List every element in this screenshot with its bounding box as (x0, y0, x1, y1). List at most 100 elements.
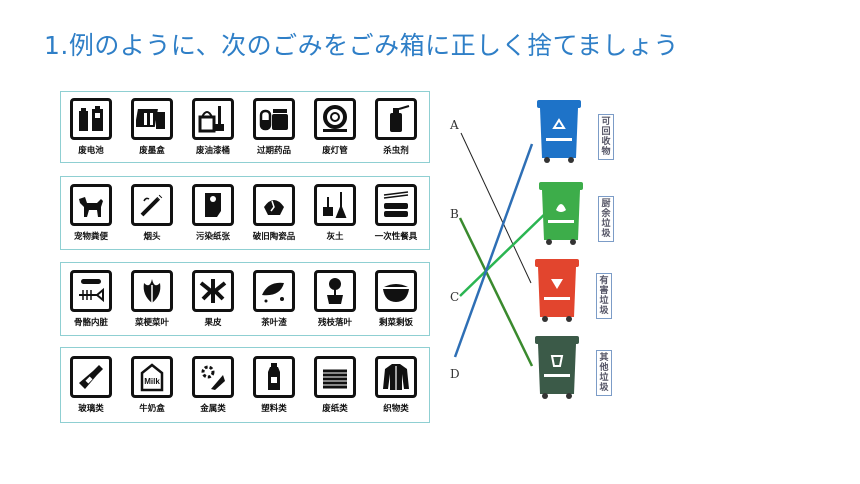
list-item[interactable]: 灰土 (308, 184, 362, 242)
tea-leaves-icon (253, 270, 295, 312)
lamp-tube-icon (314, 98, 356, 140)
fish-bone-icon (70, 270, 112, 312)
metal-icon (192, 356, 234, 398)
tissue-roll-icon (192, 184, 234, 226)
letter-b: B (450, 207, 459, 221)
item-label: 废油漆桶 (195, 146, 230, 156)
medicine-icon (253, 98, 295, 140)
kitchen-bin[interactable] (538, 180, 584, 250)
tag-label: 其他垃圾 (599, 353, 609, 393)
list-item[interactable]: 废灯管 (308, 98, 362, 156)
paint-bucket-icon (192, 98, 234, 140)
item-label: 金属类 (200, 404, 226, 414)
plastic-bottle-icon (253, 356, 295, 398)
letter-d: D (450, 367, 460, 381)
milk-carton-icon: Milk (131, 356, 173, 398)
list-item[interactable]: 废纸类 (308, 356, 362, 414)
item-label: 织物类 (383, 404, 409, 414)
list-item[interactable]: 过期药品 (247, 98, 301, 156)
list-item[interactable]: 污染纸张 (186, 184, 240, 242)
list-item[interactable]: 宠物粪便 (64, 184, 118, 242)
item-label: 废纸类 (322, 404, 348, 414)
list-item[interactable]: Milk 牛奶盒 (125, 356, 179, 414)
ink-cartridge-icon (131, 98, 173, 140)
item-label: 破旧陶瓷品 (252, 232, 296, 242)
list-item[interactable]: 破旧陶瓷品 (247, 184, 301, 242)
recyclable-items-group: 玻璃类 Milk 牛奶盒 金属类 塑料类 废纸类 织物类 (60, 347, 430, 423)
item-label: 废墨盒 (139, 146, 165, 156)
kitchen-bin-icon (539, 182, 583, 245)
connection-d (453, 143, 534, 358)
list-item[interactable]: 织物类 (369, 356, 423, 414)
list-item[interactable]: 残枝落叶 (308, 270, 362, 328)
other-bin-icon (535, 336, 579, 399)
list-item[interactable]: 烟头 (125, 184, 179, 242)
hazardous-items-group: 废电池 废墨盒 废油漆桶 过期药品 废灯管 杀虫剂 (60, 91, 430, 163)
recyclable-bin[interactable] (536, 98, 582, 168)
item-label: 残枝落叶 (317, 318, 352, 328)
clothing-icon (375, 356, 417, 398)
list-item[interactable]: 茶叶渣 (247, 270, 301, 328)
broken-ceramic-icon (253, 184, 295, 226)
list-item[interactable]: 菜梗菜叶 (125, 270, 179, 328)
item-label: 牛奶盒 (139, 404, 165, 414)
list-item[interactable]: 果皮 (186, 270, 240, 328)
letter-c: C (450, 290, 460, 304)
cigarette-icon (131, 184, 173, 226)
item-label: 玻璃类 (78, 404, 104, 414)
hazardous-tag: 有害垃圾 (596, 273, 612, 319)
list-item[interactable]: 一次性餐具 (369, 184, 423, 242)
other-bin[interactable] (534, 334, 580, 404)
connection-a (460, 132, 532, 284)
potted-plant-icon (314, 270, 356, 312)
list-item[interactable]: 塑料类 (247, 356, 301, 414)
kitchen-waste-items-group: 骨骼内脏 菜梗菜叶 果皮 茶叶渣 残枝落叶 剩菜剩饭 (60, 262, 430, 336)
item-label: 菜梗菜叶 (134, 318, 169, 328)
list-item[interactable]: 废电池 (64, 98, 118, 156)
dog-icon (70, 184, 112, 226)
fruit-peel-icon (192, 270, 234, 312)
connection-b (458, 217, 534, 367)
tag-label: 厨余垃圾 (601, 199, 611, 239)
item-label: 杀虫剂 (383, 146, 409, 156)
item-label: 废灯管 (322, 146, 348, 156)
list-item[interactable]: 杀虫剂 (369, 98, 423, 156)
svg-text:Milk: Milk (144, 377, 160, 386)
dustpan-broom-icon (314, 184, 356, 226)
item-label: 过期药品 (256, 146, 291, 156)
list-item[interactable]: 金属类 (186, 356, 240, 414)
rice-bowl-icon (375, 270, 417, 312)
item-label: 烟头 (143, 232, 161, 242)
item-label: 灰土 (326, 232, 344, 242)
list-item[interactable]: 废油漆桶 (186, 98, 240, 156)
battery-icon (70, 98, 112, 140)
item-label: 宠物粪便 (73, 232, 108, 242)
recyclable-bin-icon (537, 100, 581, 163)
kitchen-tag: 厨余垃圾 (598, 196, 614, 242)
list-item[interactable]: 骨骼内脏 (64, 270, 118, 328)
hazardous-bin[interactable] (534, 257, 580, 327)
recyclable-tag: 可回收物 (598, 114, 614, 160)
item-label: 骨骼内脏 (73, 318, 108, 328)
paper-stack-icon (314, 356, 356, 398)
other-waste-items-group: 宠物粪便 烟头 污染纸张 破旧陶瓷品 灰土 一次性餐具 (60, 176, 430, 250)
tag-label: 可回收物 (601, 117, 611, 157)
page-title: 1.例のように、次のごみをごみ箱に正しく捨てましょう (44, 31, 679, 60)
letter-a: A (450, 118, 459, 132)
item-label: 剩菜剩饭 (378, 318, 413, 328)
vegetable-icon (131, 270, 173, 312)
disposable-tableware-icon (375, 184, 417, 226)
item-label: 污染纸张 (195, 232, 230, 242)
spray-can-icon (375, 98, 417, 140)
list-item[interactable]: 剩菜剩饭 (369, 270, 423, 328)
connection-c (459, 207, 552, 297)
other-tag: 其他垃圾 (596, 350, 612, 396)
item-label: 废电池 (78, 146, 104, 156)
glass-bottle-icon (70, 356, 112, 398)
list-item[interactable]: 废墨盒 (125, 98, 179, 156)
item-label: 塑料类 (261, 404, 287, 414)
item-label: 茶叶渣 (261, 318, 287, 328)
tag-label: 有害垃圾 (599, 276, 609, 316)
list-item[interactable]: 玻璃类 (64, 356, 118, 414)
